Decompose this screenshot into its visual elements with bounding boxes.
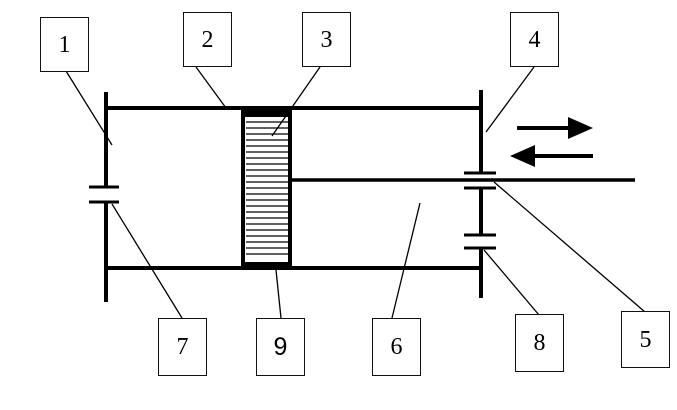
arrow-left-icon: [510, 145, 593, 167]
label-box-3: 3: [302, 12, 351, 67]
label-box-6: 6: [372, 318, 421, 376]
cylinder-body: [104, 106, 483, 270]
leader-7: [111, 203, 183, 319]
leader-3: [271, 66, 321, 137]
label-box-7: 7: [158, 318, 207, 376]
label-box-8: 8: [515, 314, 564, 372]
leader-2: [195, 66, 227, 109]
arrow-right-icon: [517, 117, 593, 139]
motion-arrows: [510, 117, 593, 167]
leader-lines: [65, 66, 646, 319]
label-box-4: 4: [510, 12, 559, 67]
piston-hatching: [246, 121, 288, 255]
leader-8: [483, 249, 540, 316]
leader-4: [485, 66, 535, 133]
leader-6: [391, 202, 421, 319]
left-end-wall: [89, 92, 119, 302]
piston-bottom-seal: [241, 262, 292, 270]
label-box-5: 5: [621, 311, 670, 368]
label-box-1: 1: [40, 17, 89, 72]
label-box-9: 9: [256, 318, 305, 376]
piston: [241, 108, 292, 270]
piston-top-seal: [241, 108, 292, 117]
right-end-wall: [464, 90, 496, 298]
leader-5: [493, 181, 646, 313]
label-box-2: 2: [183, 12, 232, 67]
leader-9: [275, 269, 282, 319]
leader-1: [65, 70, 113, 146]
